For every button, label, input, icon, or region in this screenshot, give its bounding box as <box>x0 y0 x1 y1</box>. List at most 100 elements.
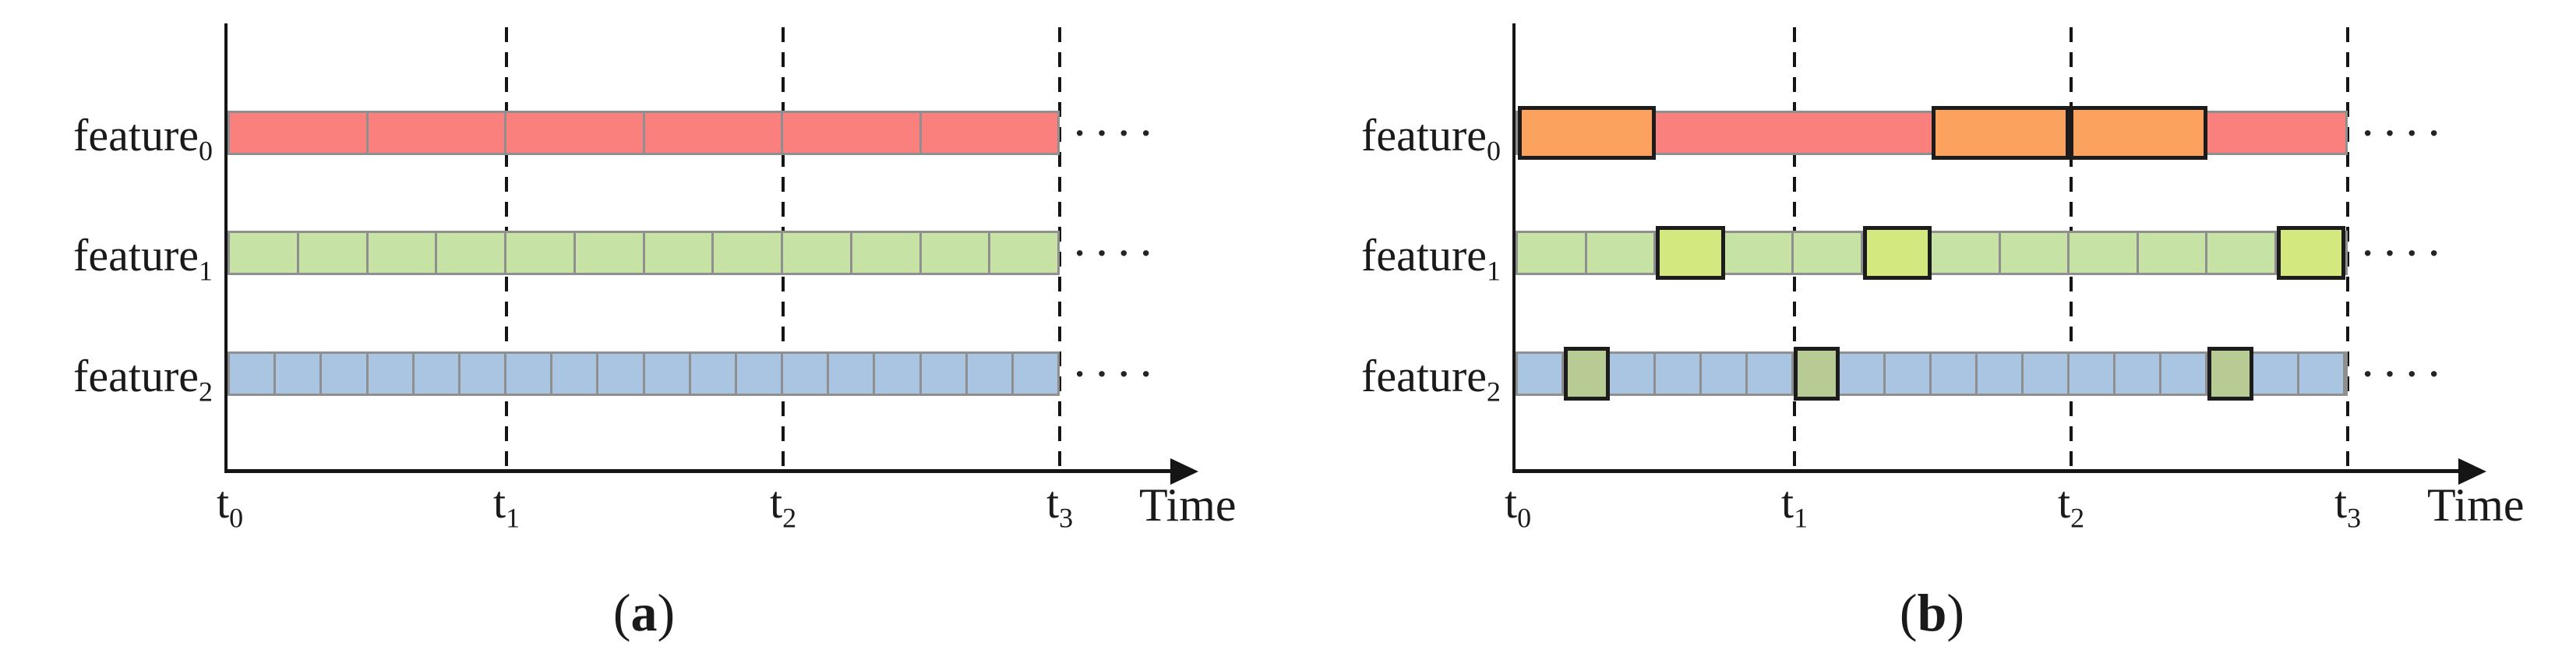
x-axis-line <box>224 469 1173 473</box>
row-label: feature0 <box>2 110 213 165</box>
tick-base: t <box>769 477 783 528</box>
bar-segment <box>714 233 783 273</box>
row-label: feature1 <box>1290 230 1501 285</box>
highlighted-segment <box>1518 106 1656 160</box>
bar-segment <box>875 354 922 394</box>
dashed-gridline <box>2346 27 2349 471</box>
axis-tick-label: t2 <box>736 477 830 532</box>
bar-segment <box>230 113 369 153</box>
tick-base: t <box>1046 477 1060 528</box>
row-label-text: feature <box>73 230 199 281</box>
continuation-dots: ···· <box>2362 354 2451 394</box>
bar-segment <box>852 233 922 273</box>
bar-segment <box>2115 354 2161 394</box>
bar-segment <box>1978 354 2024 394</box>
bar-segment <box>1724 233 1794 273</box>
tick-subscript: 1 <box>506 502 520 534</box>
highlighted-segment <box>1932 106 2070 160</box>
tick-base: t <box>216 477 230 528</box>
bar-segment <box>2299 354 2345 394</box>
bar-segment <box>921 233 991 273</box>
bar-segment <box>644 354 691 394</box>
bar-segment <box>783 113 922 153</box>
tick-subscript: 0 <box>229 502 244 534</box>
bar-segment <box>921 113 1057 153</box>
bar-segment <box>368 233 438 273</box>
bar-segment <box>437 233 506 273</box>
continuation-dots: ···· <box>1074 113 1163 153</box>
bar-segment <box>829 354 876 394</box>
axis-arrow-icon <box>1170 458 1198 485</box>
row-label-text: feature <box>1361 230 1487 281</box>
row-label: feature0 <box>1290 113 1501 165</box>
highlighted-segment <box>2207 347 2253 401</box>
bar-segment <box>598 354 645 394</box>
caption-close-paren: ) <box>1946 583 1965 642</box>
axis-tick-label: t2 <box>2024 477 2118 532</box>
axis-tick-label: t3 <box>2301 477 2394 532</box>
highlighted-segment <box>1656 226 1725 280</box>
bar-segment <box>2253 354 2299 394</box>
bar-segment <box>506 354 553 394</box>
bar-segment <box>2070 233 2139 273</box>
continuation-dots: ···· <box>2362 113 2451 153</box>
bar-segment <box>644 233 715 273</box>
bar-segment <box>2161 354 2207 394</box>
bar-segment <box>1748 354 1794 394</box>
bar-segment <box>1013 354 1058 394</box>
bar-segment <box>460 354 507 394</box>
y-axis-line <box>1512 23 1516 473</box>
tick-subscript: 0 <box>1517 502 1532 534</box>
tick-base: t <box>2334 477 2348 528</box>
bar-segment <box>644 113 783 153</box>
tick-subscript: 3 <box>1059 502 1074 534</box>
caption-open-paren: ( <box>1899 583 1918 642</box>
bar-segment <box>322 354 369 394</box>
bar-segment <box>1656 354 1702 394</box>
bar-segment <box>1518 354 1564 394</box>
axis-arrow-icon <box>2458 458 2486 485</box>
bar-segment <box>506 233 576 273</box>
bar-segment <box>690 354 737 394</box>
feature-bar <box>1516 106 2348 160</box>
row-label-subscript: 2 <box>199 376 213 408</box>
row-label-subscript: 1 <box>199 255 213 287</box>
time-axis-label: Time <box>2427 479 2525 531</box>
bar-segment <box>368 354 415 394</box>
bar-segment <box>230 354 277 394</box>
bar-segment <box>298 233 369 273</box>
caption-open-paren: ( <box>612 583 631 642</box>
bar-segment <box>1932 233 2001 273</box>
bar-segment <box>230 233 299 273</box>
time-axis-label: Time <box>1139 479 1237 531</box>
row-label: feature2 <box>2 354 213 406</box>
axis-tick-label: t1 <box>460 477 553 532</box>
tick-subscript: 3 <box>2347 502 2362 534</box>
tick-base: t <box>2057 477 2071 528</box>
bar-segment <box>1932 354 1978 394</box>
tick-base: t <box>1780 477 1794 528</box>
bar-segment <box>1610 354 1656 394</box>
caption-letter: b <box>1917 583 1947 642</box>
bar-segment <box>414 354 461 394</box>
bar-segment <box>990 233 1057 273</box>
highlighted-segment <box>2070 106 2207 160</box>
row-label-subscript: 2 <box>1487 376 1501 408</box>
feature-bar <box>228 231 1060 275</box>
tick-base: t <box>1504 477 1518 528</box>
bar-segment <box>1794 233 1863 273</box>
axis-tick-label: t0 <box>183 477 277 532</box>
highlighted-segment <box>1794 347 1840 401</box>
axis-tick-label: t1 <box>1748 477 1841 532</box>
axis-tick-label: t0 <box>1471 477 1565 532</box>
continuation-dots: ···· <box>1074 233 1163 273</box>
y-axis-line <box>224 23 228 473</box>
row-label-text: feature <box>73 110 199 161</box>
tick-subscript: 1 <box>1794 502 1808 534</box>
bar-segment <box>1518 233 1587 273</box>
tick-base: t <box>492 477 506 528</box>
bar-segment <box>2207 233 2277 273</box>
row-label-text: feature <box>1361 351 1487 401</box>
x-axis-line <box>1512 469 2461 473</box>
